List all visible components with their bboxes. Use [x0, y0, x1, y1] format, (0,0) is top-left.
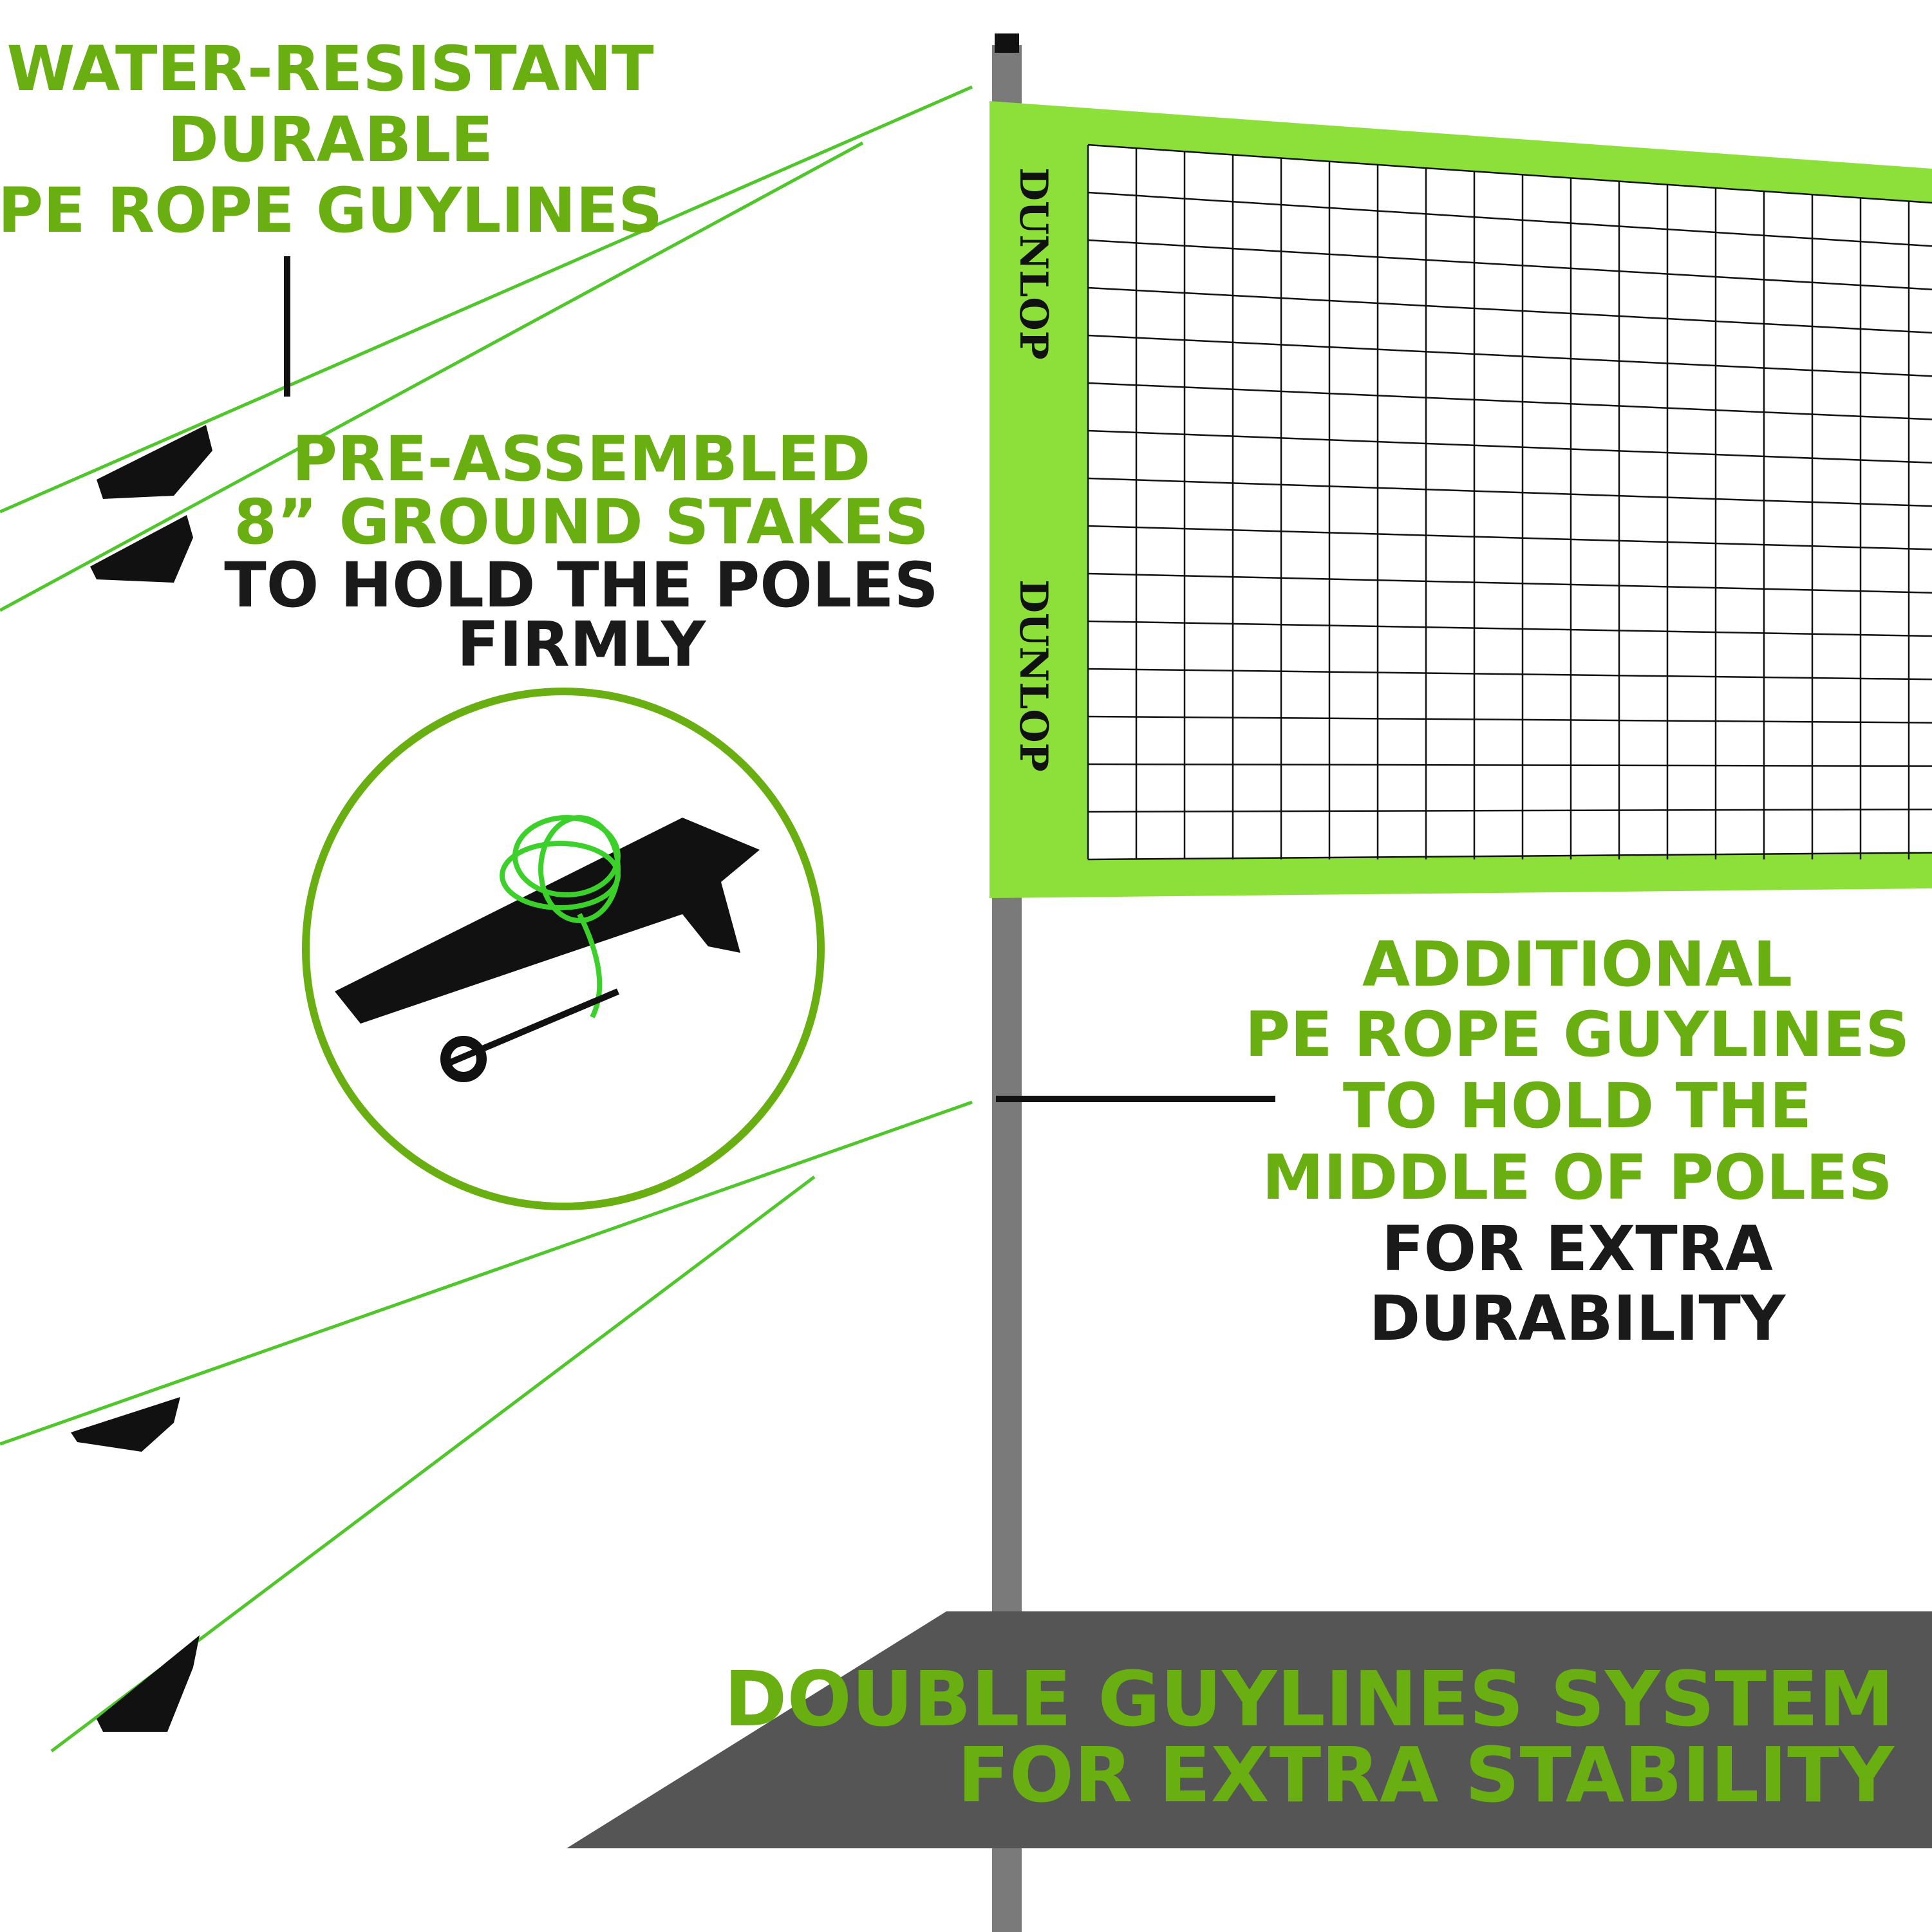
net-strand: [1087, 191, 1932, 247]
banner: DOUBLE GUYLINES SYSTEM FOR EXTRA STABILI…: [567, 1611, 1932, 1848]
pole-cap: [995, 33, 1019, 53]
stake-detail-circle: [302, 688, 825, 1210]
net-strand: [1087, 429, 1932, 464]
dunlop-logo: DUNLOP: [1011, 579, 1056, 772]
net-strand: [1087, 286, 1932, 334]
net-strand: [1087, 144, 1932, 204]
callout-text: PRE-ASSEMBLED: [292, 423, 871, 495]
net-strand: [1087, 239, 1932, 290]
callout-text: PE ROPE GUYLINES: [1245, 999, 1909, 1071]
net-strand: [1087, 620, 1932, 637]
callout-text: FIRMLY: [457, 608, 707, 680]
callout-text: FOR EXTRA: [1382, 1213, 1773, 1285]
net-strand: [1087, 668, 1932, 680]
callout-text: DURABLE: [167, 104, 493, 176]
callout-text: TO HOLD THE POLES: [224, 549, 938, 621]
callout-text: 8” GROUND STAKES: [234, 486, 929, 558]
pointer-line: [284, 256, 290, 397]
net-strand: [1087, 715, 1932, 724]
callout-text: ADDITIONAL: [1362, 928, 1792, 1000]
banner-text: DOUBLE GUYLINES SYSTEM: [724, 1655, 1894, 1743]
net-strand: [1087, 525, 1932, 550]
net-strand: [1087, 572, 1932, 594]
callout-text: PE ROPE GUYLINES: [0, 174, 662, 247]
callout-text: MIDDLE OF POLES: [1262, 1141, 1892, 1214]
net-strand: [1087, 852, 1932, 861]
callout-text: DURABILITY: [1369, 1282, 1787, 1355]
net: DUNLOP DUNLOP: [989, 101, 1932, 898]
net-strand: [1087, 763, 1932, 767]
callout-text: TO HOLD THE: [1343, 1070, 1812, 1142]
dunlop-logo: DUNLOP: [1011, 167, 1056, 360]
banner-text: FOR EXTRA STABILITY: [957, 1730, 1895, 1819]
net-strand: [1087, 334, 1932, 377]
net-strand: [1087, 808, 1932, 813]
net-strand: [1087, 382, 1932, 420]
callout-text: WATER-RESISTANT: [7, 33, 654, 105]
guylines-callout: WATER-RESISTANT DURABLE PE ROPE GUYLINES: [0, 33, 662, 247]
ground-stakes: [71, 425, 212, 1732]
pointer-line: [996, 1096, 1275, 1102]
net-strand: [1087, 477, 1932, 507]
